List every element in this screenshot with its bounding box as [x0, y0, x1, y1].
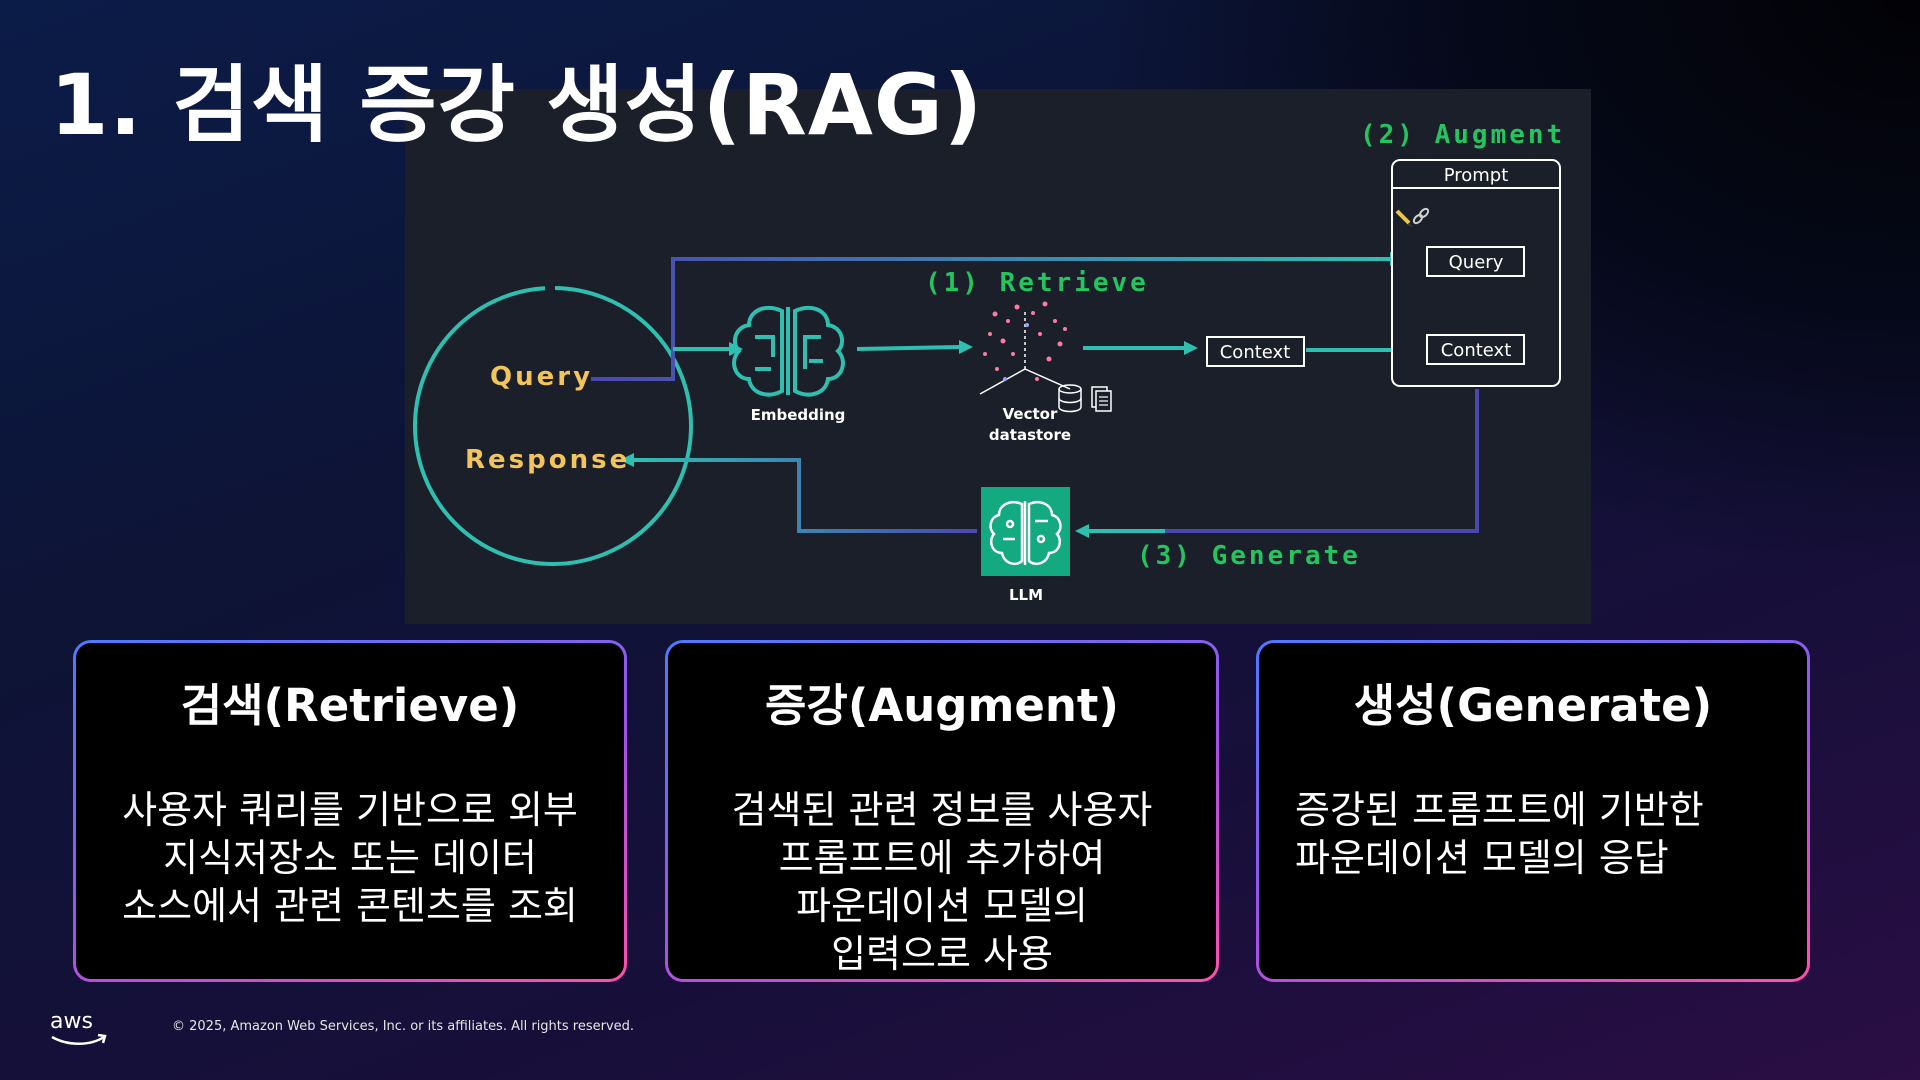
circle-response-label: Response [465, 445, 630, 475]
card-generate-title: 생성(Generate) [1353, 679, 1713, 732]
step-generate-label: (3) Generate [1137, 541, 1361, 571]
pencil-link-icon [1395, 207, 1430, 227]
card-augment-line: 파운데이션 모델의 [796, 884, 1088, 928]
card-augment-body: 검색된 관련 정보를 사용자 프롬프트에 추가하여 파운데이션 모델의 입력으로… [682, 786, 1202, 978]
llm-brain-icon [989, 500, 1062, 565]
card-retrieve-line: 지식저장소 또는 데이터 [163, 836, 537, 880]
prompt-query-box [1426, 246, 1525, 277]
slide-title: 1. 검색 증강 생성(RAG) [50, 56, 984, 154]
prompt-query-label: Query [1449, 252, 1504, 273]
llm-to-response-line [633, 458, 977, 533]
card-generate-body: 증강된 프롬프트에 기반한 파운데이션 모델의 응답 [1295, 786, 1793, 882]
step-retrieve-label: (1) Retrieve [925, 268, 1149, 298]
context-box [1206, 336, 1305, 367]
prompt-context-label: Context [1441, 340, 1512, 361]
card-generate: 생성(Generate) 증강된 프롬프트에 기반한 파운데이션 모델의 응답 [1256, 640, 1810, 982]
vector-label-line1: Vector [1003, 405, 1058, 423]
embedding-brain-icon [732, 305, 845, 397]
rag-diagram: Query Response (1) Retrieve (2) Augment … [405, 89, 1591, 624]
card-augment: 증강(Augment) 검색된 관련 정보를 사용자 프롬프트에 추가하여 파운… [665, 640, 1219, 982]
llm-label: LLM [1009, 586, 1043, 604]
card-augment-line: 입력으로 사용 [831, 932, 1053, 976]
aws-logo: aws [50, 1009, 107, 1045]
embedding-label: Embedding [751, 406, 846, 424]
rag-diagram-svg: Query Response (1) Retrieve (2) Augment … [405, 89, 1591, 624]
step-augment-label: (2) Augment [1360, 120, 1565, 150]
vector-label-line2: datastore [989, 426, 1071, 444]
card-generate-line: 파운데이션 모델의 응답 [1295, 836, 1669, 880]
card-retrieve-title: 검색(Retrieve) [180, 679, 520, 732]
aws-logo-text: aws [50, 1009, 93, 1034]
context-box-label: Context [1220, 342, 1291, 363]
footer-copyright: © 2025, Amazon Web Services, Inc. or its… [172, 1019, 635, 1034]
circle-query-label: Query [490, 362, 593, 392]
vector-datastore-icon [979, 301, 1112, 413]
prompt-context-box [1426, 334, 1525, 365]
prompt-to-llm-line [1088, 389, 1479, 533]
prompt-header: Prompt [1444, 165, 1509, 186]
query-to-prompt-line [591, 257, 1390, 381]
card-generate-line: 증강된 프롬프트에 기반한 [1295, 788, 1704, 832]
card-retrieve-line: 소스에서 관련 콘텐츠를 조회 [122, 884, 578, 928]
card-augment-title: 증강(Augment) [765, 679, 1119, 732]
card-retrieve: 검색(Retrieve) 사용자 쿼리를 기반으로 외부 지식저장소 또는 데이… [73, 640, 627, 982]
card-retrieve-body: 사용자 쿼리를 기반으로 외부 지식저장소 또는 데이터 소스에서 관련 콘텐츠… [90, 786, 610, 930]
embedding-to-vector-line [856, 345, 961, 351]
card-augment-line: 검색된 관련 정보를 사용자 [731, 788, 1153, 832]
card-retrieve-line: 사용자 쿼리를 기반으로 외부 [122, 788, 578, 832]
card-augment-line: 프롬프트에 추가하여 [778, 836, 1106, 880]
